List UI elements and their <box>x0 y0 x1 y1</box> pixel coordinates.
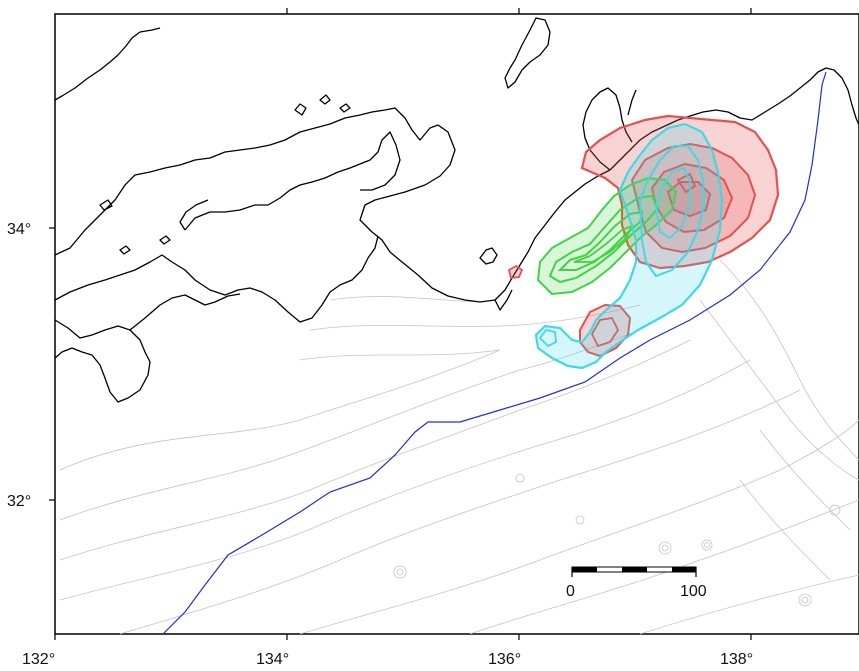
trench-axis-line <box>162 71 827 635</box>
bathymetry-contours <box>59 259 859 635</box>
x-tick-label: 134° <box>256 651 289 668</box>
x-tick-label: 136° <box>488 651 521 668</box>
x-tick-label: 132° <box>22 651 55 668</box>
y-tick-label: 34° <box>7 221 31 238</box>
x-tick-label: 138° <box>720 651 753 668</box>
zone-cyan <box>534 122 724 370</box>
scale-bar: 0 100 <box>566 566 707 600</box>
scale-bar-start-label: 0 <box>566 583 575 600</box>
x-axis-ticks <box>54 8 752 640</box>
coastline <box>54 17 859 403</box>
map-frame <box>54 13 859 635</box>
y-axis-ticks <box>49 227 55 501</box>
y-tick-label: 32° <box>7 493 31 510</box>
scale-bar-end-label: 100 <box>680 583 707 600</box>
